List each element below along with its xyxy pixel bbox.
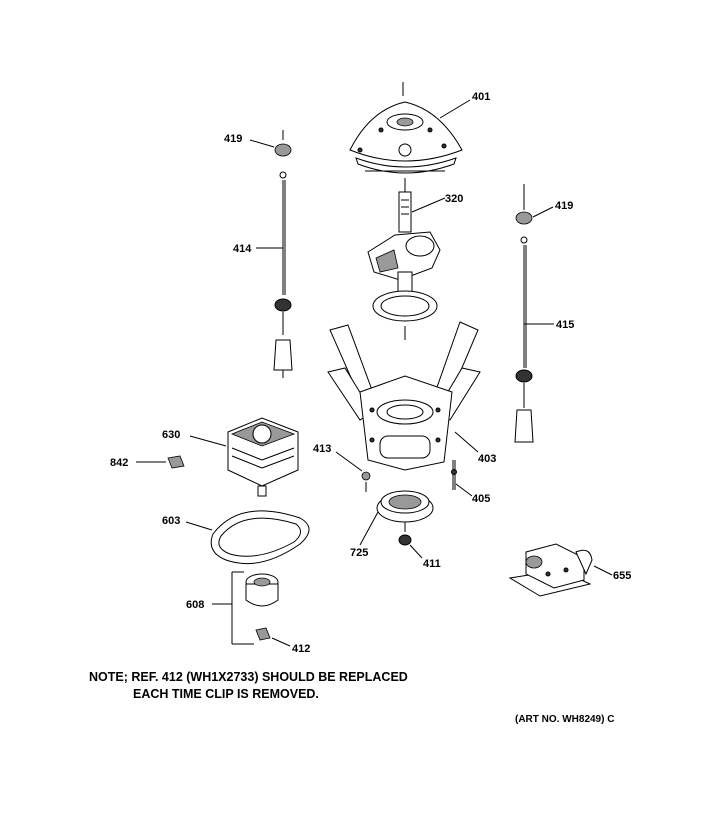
- part-405-drawing: [451, 460, 473, 497]
- label-414: 414: [233, 243, 252, 255]
- art-number: (ART NO. WH8249) C: [515, 714, 615, 725]
- part-413-drawing: [335, 451, 371, 492]
- label-415: 415: [556, 319, 574, 331]
- label-401: 401: [472, 91, 490, 103]
- label-630: 630: [162, 429, 180, 441]
- note-line-1: NOTE; REF. 412 (WH1X2733) SHOULD BE REPL…: [89, 670, 408, 684]
- label-603: 603: [162, 515, 180, 527]
- part-412-drawing: [255, 627, 291, 647]
- part-630-drawing: [189, 417, 299, 497]
- label-403: 403: [478, 453, 496, 465]
- part-608-drawing: [212, 571, 279, 645]
- part-415-drawing: [514, 236, 554, 443]
- label-413: 413: [313, 443, 331, 455]
- label-405: 405: [472, 493, 490, 505]
- label-419-left: 419: [224, 133, 242, 145]
- part-419-right-drawing: [515, 184, 554, 225]
- part-725-drawing: [359, 490, 434, 546]
- part-414-drawing: [256, 171, 293, 378]
- label-419-right: 419: [555, 200, 573, 212]
- label-411: 411: [423, 558, 441, 570]
- part-403-drawing: [327, 321, 481, 471]
- label-320: 320: [445, 193, 463, 205]
- label-608: 608: [186, 599, 204, 611]
- label-725: 725: [350, 547, 368, 559]
- part-320-drawing: [367, 178, 446, 340]
- part-655-drawing: [508, 543, 613, 597]
- callout-labels: 401 419 419 320 414 415 630 842 413 403 …: [110, 91, 631, 655]
- note-line-2: EACH TIME CLIP IS REMOVED.: [133, 687, 319, 701]
- label-842: 842: [110, 457, 128, 469]
- label-655: 655: [613, 570, 631, 582]
- label-412: 412: [292, 643, 310, 655]
- part-411-drawing: [398, 522, 423, 559]
- part-419-left-drawing: [249, 130, 292, 157]
- part-401-drawing: [349, 82, 471, 174]
- part-842-drawing: [136, 455, 185, 469]
- part-603-drawing: [185, 510, 310, 565]
